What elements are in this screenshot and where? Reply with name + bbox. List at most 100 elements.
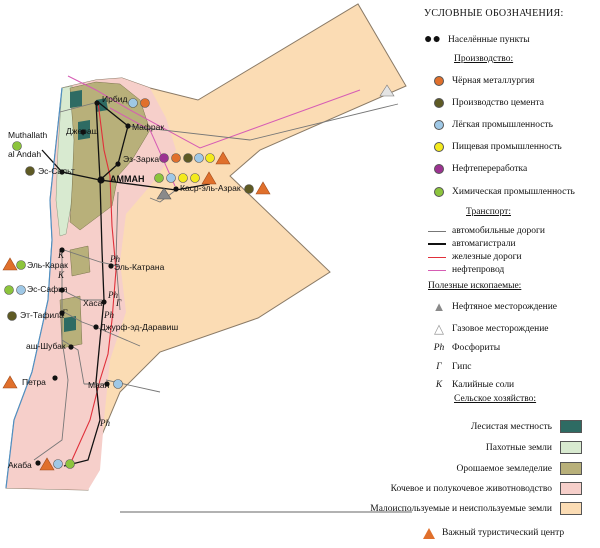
legend-production-label: Чёрная металлургия [452, 76, 535, 86]
city-label-tafila: Эт-Тафила [20, 310, 64, 320]
legend-agri-label: Пахотные земли [485, 443, 552, 453]
gypsum-symbol: Г [436, 362, 442, 372]
legend-settlements-label: Населённые пункты [448, 35, 530, 45]
roads [33, 101, 399, 461]
unused-land-swatch-icon [560, 502, 582, 515]
legend-agri-label-row: Орошаемое земледелие [422, 462, 552, 476]
oil-field-marker [156, 187, 172, 200]
legend-agri-label: Орошаемое земледелие [456, 464, 552, 474]
region-forest-1 [70, 90, 82, 108]
city-label-qatrana: Эль-Катрана [114, 262, 165, 272]
legend-agri-label-row: Лесистая местность [430, 420, 552, 434]
city-dots [35, 100, 179, 466]
phosphate-label-3: Ph [103, 310, 114, 320]
legend-agri-label-row: Пахотные земли [430, 441, 552, 455]
railways [71, 101, 117, 461]
legend-settlements: ●● Населённые пункты [424, 33, 530, 47]
jordan-map: К К Ph Ph Ph Ph Г Г Ирбид Джераш Ма [2, 3, 412, 513]
legend-production-item: Чёрная металлургия [432, 74, 534, 88]
oil-pipelines [67, 75, 361, 187]
potash-symbol: К [435, 380, 443, 390]
tourist-center-markers [2, 151, 271, 471]
motorway-line-icon [428, 243, 446, 245]
gypsum-label-1: Г [115, 298, 122, 308]
city-label-hasa: Хаса [83, 298, 103, 308]
legend-mineral-label: Гипс [452, 362, 472, 372]
food-industry-circle-icon [434, 142, 444, 152]
legend-production-label: Производство цемента [452, 98, 544, 108]
legend-production-item: Лёгкая промышленность [432, 118, 553, 132]
railway-line-icon [428, 256, 446, 258]
legend-agri-label: Малоиспользуемые и неиспользуемые земли [370, 504, 552, 514]
city-label-safiya: Эс-Сафия [27, 284, 68, 294]
gas-field-marker [379, 84, 395, 97]
city-label-zarqa: Эз-Зарка [123, 154, 159, 164]
legend-mineral-item: ▲Нефтяное месторождение [432, 299, 557, 314]
legend-agriculture-heading: Сельское хозяйство: [454, 394, 537, 404]
road-line-icon [428, 230, 446, 232]
legend-panel: УСЛОВНЫЕ ОБОЗНАЧЕНИЯ: ●● Населённые пунк… [370, 0, 600, 548]
city-label-al-andah: al Andah [8, 149, 41, 159]
legend-transport-label: автомобильные дороги [452, 226, 545, 236]
legend-transport-item: нефтепровод [428, 263, 504, 277]
legend-mineral-label: Фосфориты [452, 343, 501, 353]
city-label-petra: Петра [22, 377, 46, 387]
city-label-daravish: Джурф-эд-Даравиш [100, 322, 178, 332]
irrigated-swatch-icon [560, 462, 582, 475]
legend-production-label: Химическая промышленность [452, 187, 575, 197]
region-irrigated-south-1 [69, 245, 91, 277]
legend-production-item: Производство цемента [432, 96, 544, 110]
settlement-dots-icon: ●● [424, 32, 441, 47]
metallurgy-circle-icon [434, 76, 444, 86]
forest-swatch-icon [560, 420, 582, 433]
legend-agri-label-row: Малоиспользуемые и неиспользуемые земли [304, 502, 552, 516]
chemical-industry-circle-icon [434, 187, 444, 197]
phosphate-symbol: Ph [433, 343, 445, 353]
phosphate-label-2: Ph [107, 290, 118, 300]
legend-production-heading: Производство: [454, 54, 514, 64]
legend-transport-label: автомагистрали [452, 239, 516, 249]
legend-transport-heading: Транспорт: [466, 207, 511, 217]
phosphate-label-4: Ph [99, 418, 110, 428]
legend-production-label: Лёгкая промышленность [452, 120, 553, 130]
pastoral-swatch-icon [560, 482, 582, 495]
legend-mineral-item: △ Газовое месторождение [432, 321, 549, 336]
city-label-aqaba: Акаба [8, 460, 32, 470]
city-label-mafraq: Мафрак [132, 122, 164, 132]
legend-tourist-label: Важный туристический центр [442, 528, 565, 538]
legend-production-label: Пищевая промышленность [452, 142, 562, 152]
legend-transport-label: нефтепровод [452, 265, 505, 275]
legend-transport-label: железные дороги [452, 252, 522, 262]
city-label-shubak: аш-Шубак [26, 341, 66, 351]
legend-transport-item: железные дороги [428, 250, 522, 264]
city-label-maan: Маан [88, 380, 110, 390]
cement-circle-icon [434, 98, 444, 108]
legend-tourist: Важный туристический центр [422, 526, 564, 540]
city-label-azraq: Каср-эль-Азрак [180, 183, 241, 193]
legend-transport-item: автомагистрали [428, 237, 516, 251]
tourist-triangle-icon [423, 527, 435, 539]
city-label-salt: Эс-Сальт [38, 166, 75, 176]
industry-markers [4, 98, 254, 469]
legend-mineral-item: К Калийные соли [432, 378, 514, 392]
legend-production-item: Пищевая промышленность [432, 140, 562, 154]
legend-title: УСЛОВНЫЕ ОБОЗНАЧЕНИЯ: [424, 8, 564, 19]
legend-production-label: Нефтепереработка [452, 164, 528, 174]
legend-agri-label: Кочевое и полукочевое животноводство [390, 484, 552, 494]
arable-swatch-icon [560, 441, 582, 454]
legend-mineral-label: Газовое месторождение [452, 324, 549, 334]
oil-triangle-icon: ▲ [432, 299, 446, 314]
legend-mineral-label: Калийные соли [452, 380, 515, 390]
pipeline-line-icon [428, 269, 446, 271]
phosphate-label-1: Ph [109, 254, 120, 264]
light-industry-circle-icon [434, 120, 444, 130]
legend-agri-label-row: Кочевое и полукочевое животноводство [304, 482, 552, 496]
legend-production-item: Химическая промышленность [432, 185, 575, 199]
city-label-amman: АММАН [110, 174, 145, 184]
potash-label-1: К [57, 250, 65, 260]
region-pastoral [6, 78, 176, 490]
legend-agri-label: Лесистая местность [470, 422, 552, 432]
oil-refining-circle-icon [434, 164, 444, 174]
gas-triangle-icon: △ [434, 321, 444, 336]
legend-minerals-heading: Полезные ископаемые: [428, 281, 522, 291]
